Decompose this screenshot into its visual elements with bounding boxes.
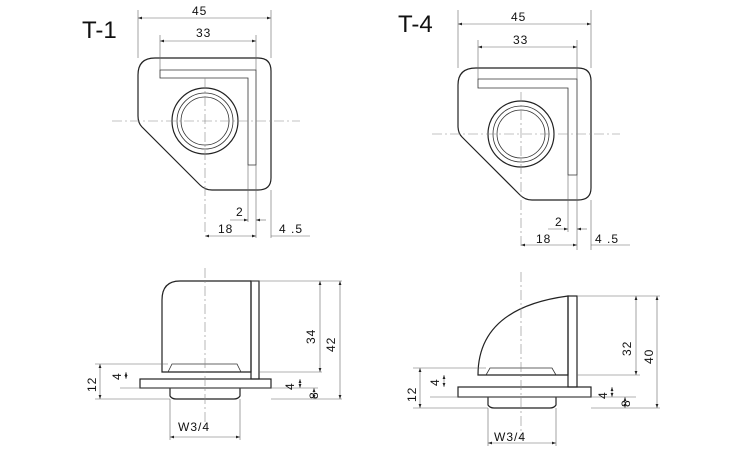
t4-dim-height-total: 40 (642, 349, 656, 364)
t1-dim-flange-left: 4 (110, 372, 124, 380)
t4-dim-offset: 18 (536, 232, 551, 246)
t1-dim-thickness: 2 (236, 205, 244, 219)
t1-side-view: 34 42 4 8 12 4 W3/4 (85, 268, 342, 440)
t4-dim-edge: 4 .5 (595, 232, 619, 246)
t1-dim-width-inner: 33 (196, 26, 211, 40)
t4-dim-flange-left: 4 (428, 378, 442, 386)
t4-dim-width-inner: 33 (513, 33, 528, 47)
t1-dim-edge: 4 .5 (279, 222, 303, 236)
t1-dim-height-total: 42 (324, 337, 338, 352)
t4-side-view: 32 40 4 8 12 4 W3/4 (405, 272, 660, 446)
t1-dim-thread: W3/4 (178, 420, 210, 434)
t1-dim-base-left: 12 (85, 377, 99, 392)
t4-dim-flange-right: 4 (596, 391, 610, 399)
t4-title: T-4 (398, 11, 433, 38)
t1-title: T-1 (82, 17, 117, 44)
t4-dim-width-outer: 45 (511, 10, 526, 24)
t4-dim-thickness: 2 (555, 215, 563, 229)
t1-dim-height-body: 34 (304, 329, 318, 344)
t4-drawing-group: T-4 45 33 2 18 4 .5 (398, 10, 660, 446)
t1-plan-view: 45 33 2 18 4 .5 (112, 4, 310, 238)
t4-dim-base-left: 12 (405, 387, 419, 402)
t1-dim-offset: 18 (218, 222, 233, 236)
t4-dim-thread: W3/4 (494, 430, 526, 444)
t1-dim-width-outer: 45 (192, 4, 207, 18)
t1-dim-flange-right: 4 (283, 382, 297, 390)
t4-dim-base-right: 8 (619, 399, 633, 407)
t1-dim-base-right: 8 (307, 391, 321, 399)
t1-drawing-group: T-1 45 33 2 18 4 .5 (82, 4, 342, 440)
t4-plan-view: 45 33 2 18 4 .5 (432, 10, 630, 250)
t4-dim-height-body: 32 (620, 341, 634, 356)
